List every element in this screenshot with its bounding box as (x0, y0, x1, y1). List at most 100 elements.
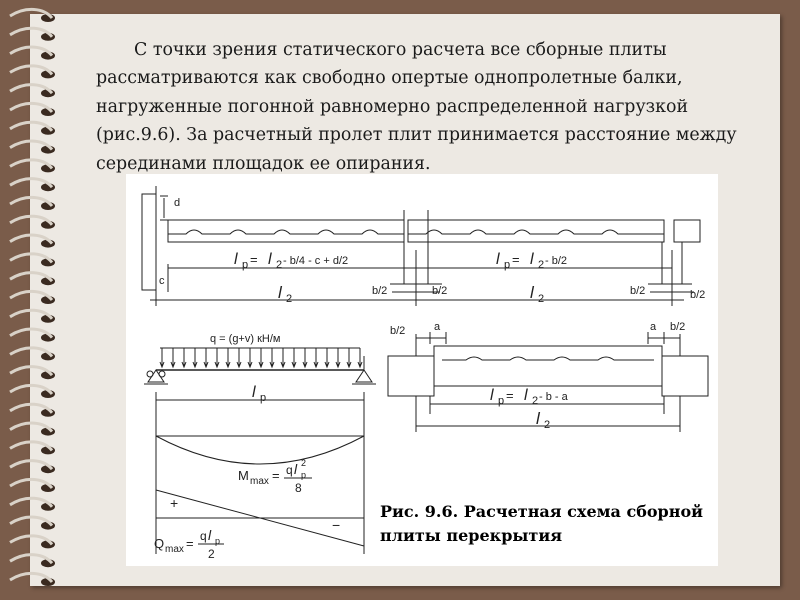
load-arrowhead (236, 361, 242, 369)
lp-right-sub: p (504, 259, 510, 271)
binding-ring (9, 308, 54, 320)
load-arrowhead (170, 361, 176, 369)
q-sub: max (165, 544, 184, 555)
lp-detail-eq: = (506, 388, 514, 403)
binding-ring (9, 158, 54, 170)
binding-ring (9, 365, 54, 377)
lp-right-tail: - b/2 (545, 255, 567, 267)
slab-right-stub (673, 219, 701, 243)
q-num-l: l (208, 527, 212, 543)
lp-detail-l: l (490, 387, 494, 404)
binding-ring (9, 440, 54, 452)
minus-sign: − (332, 517, 340, 533)
l2-right-l: l (530, 283, 535, 302)
b2-label-a: b/2 (372, 285, 387, 297)
lp-left-l2: l (268, 251, 272, 268)
binding-ring (9, 8, 54, 20)
figure-9-6: d c l p = l 2 - b/4 - c + d/2 l p = l 2 … (126, 174, 718, 566)
binding-ring (9, 139, 54, 151)
q-num-q: q (200, 529, 207, 543)
lp-left-l: l (234, 251, 238, 268)
binding-ring (9, 515, 54, 527)
b2-right-top-right: b/2 (670, 321, 685, 333)
load-arrowhead (181, 361, 187, 369)
paragraph-line: (рис.9.6). За расчетный пролет плит прин… (96, 125, 737, 146)
m-num-sup: 2 (301, 458, 306, 468)
binding-ring (9, 553, 54, 565)
load-arrowhead (269, 361, 275, 369)
lp-left-sub: p (242, 259, 248, 271)
binding-ring (9, 478, 54, 490)
b2-label-d: b/2 (690, 289, 705, 301)
binding-ring (9, 496, 54, 508)
caption-line-2: плиты перекрытия (380, 526, 563, 545)
a-left: a (434, 321, 441, 333)
load-arrowhead (291, 361, 297, 369)
lp-right-sub2: 2 (538, 259, 544, 271)
m-num-l: l (294, 461, 298, 477)
load-arrowhead (280, 361, 286, 369)
binding-ring (9, 214, 54, 226)
binding-ring (9, 534, 54, 546)
moment-diagram (155, 435, 365, 465)
q-eq: = (186, 536, 194, 551)
load-arrowhead (313, 361, 319, 369)
binding-ring (9, 421, 54, 433)
binding-ring (9, 402, 54, 414)
l2-right-sub: 2 (538, 293, 544, 305)
m-den: 8 (295, 481, 302, 495)
b2-label-b: b/2 (432, 285, 447, 297)
binding-ring (9, 327, 54, 339)
slab-middle (407, 219, 665, 243)
paragraph-line: С точки зрения статического расчета все … (134, 40, 667, 60)
q-den: 2 (208, 547, 215, 561)
binding-ring (9, 196, 54, 208)
lp-detail-sub2: 2 (532, 395, 538, 407)
body-paragraph: С точки зрения статического расчета все … (96, 36, 756, 178)
binding-ring (9, 26, 54, 38)
b2-right-top-left: b/2 (390, 325, 405, 337)
span-sub: p (260, 392, 266, 404)
load-arrowhead (324, 361, 330, 369)
structural-drawing: d c l p = l 2 - b/4 - c + d/2 l p = l 2 … (141, 186, 709, 561)
support-right (661, 355, 709, 397)
q-num-sub: p (215, 536, 220, 546)
shear-diagram (155, 489, 365, 547)
paragraph-line: нагруженные погонной равномерно распреде… (96, 96, 689, 117)
binding-ring (9, 384, 54, 396)
slab-detail (433, 345, 663, 387)
binding-ring (9, 252, 54, 264)
m-label: M (238, 468, 249, 483)
lp-left-eq: = (250, 252, 258, 267)
load-arrowhead (258, 361, 264, 369)
paragraph-line: серединами площадок ее опирания. (96, 153, 431, 174)
c-label: c (159, 275, 165, 287)
load-arrowhead (346, 361, 352, 369)
lp-left-sub2: 2 (276, 259, 282, 271)
support-left (387, 355, 435, 397)
load-arrowhead (225, 361, 231, 369)
binding-ring (9, 271, 54, 283)
load-label: q = (g+v) кН/м (210, 333, 280, 345)
binding-ring (9, 177, 54, 189)
figure-caption: Рис. 9.6. Расчетная схема сборной плиты … (380, 500, 716, 548)
q-label: Q (154, 536, 164, 551)
b2-label-c: b/2 (630, 285, 645, 297)
m-num-sub: p (301, 470, 306, 480)
d-label: d (174, 197, 180, 209)
load-arrowhead (247, 361, 253, 369)
binding-ring (9, 290, 54, 302)
load-arrowhead (203, 361, 209, 369)
l2-detail-sub: 2 (544, 419, 550, 431)
binding-ring (9, 45, 54, 57)
lp-left-tail: - b/4 - c + d/2 (283, 255, 348, 267)
paragraph-line: рассматриваются как свободно опертые одн… (96, 68, 683, 89)
l2-left-sub: 2 (286, 293, 292, 305)
binding-ring (9, 233, 54, 245)
m-eq: = (272, 468, 280, 483)
spiral-binding (9, 8, 55, 586)
a-right: a (650, 321, 657, 333)
plus-sign: + (170, 495, 178, 511)
lp-right-l: l (496, 251, 500, 268)
